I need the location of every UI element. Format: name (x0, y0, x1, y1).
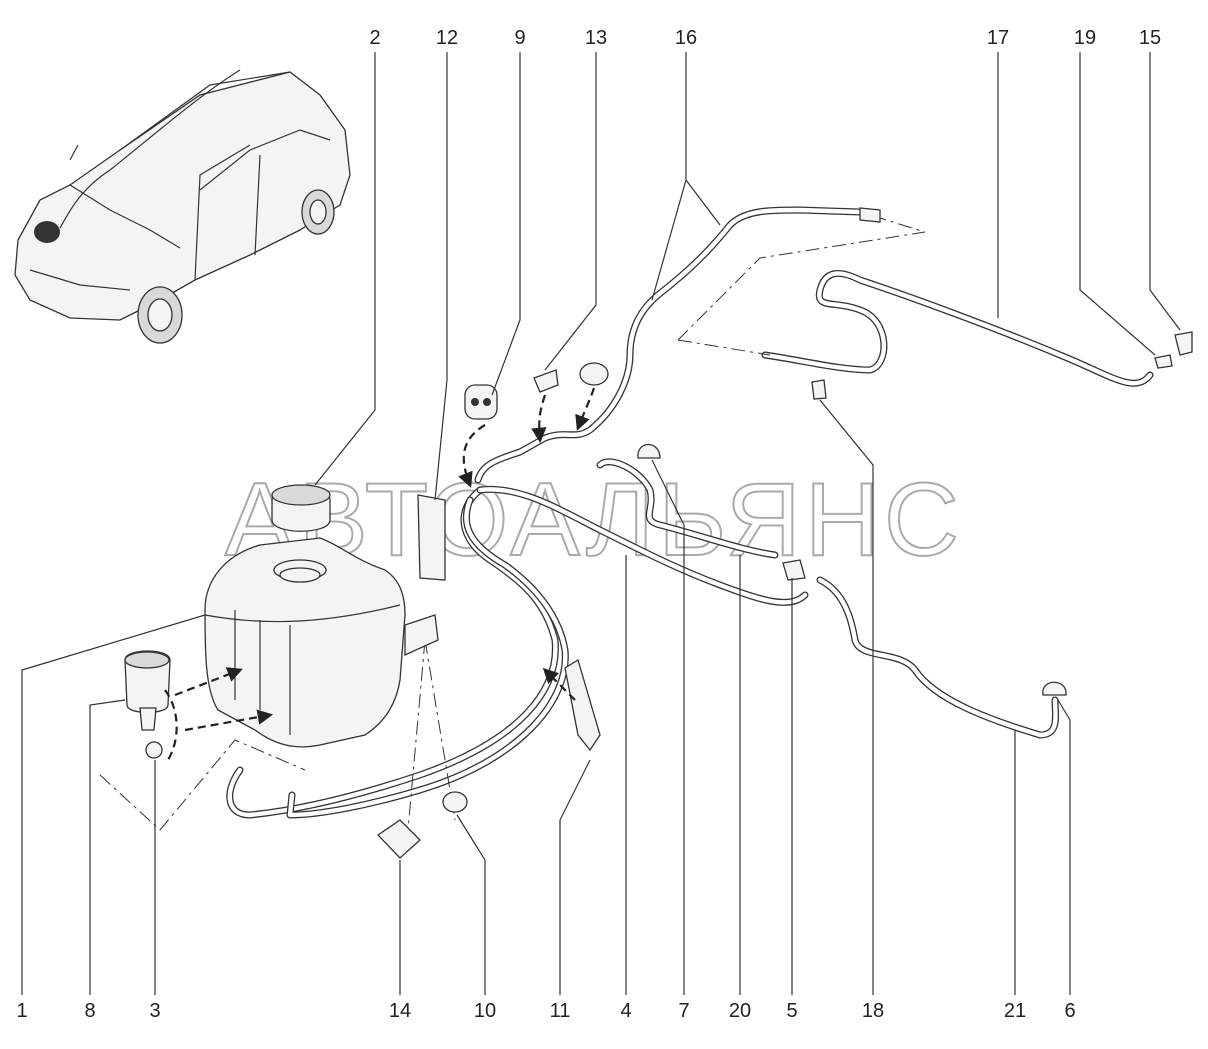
callout-21: 21 (1004, 1000, 1026, 1022)
callout-16: 16 (675, 27, 697, 49)
callout-13: 13 (585, 27, 607, 49)
callout-14: 14 (389, 1000, 411, 1022)
callout-4: 4 (620, 1000, 631, 1022)
callout-11: 11 (550, 1000, 571, 1022)
washer-hoses (226, 206, 1154, 819)
callout-5: 5 (786, 1000, 797, 1022)
hose-clip-13 (533, 369, 559, 393)
assembly-lines (99, 214, 926, 831)
callout-9: 9 (514, 27, 525, 49)
connector-18 (811, 379, 827, 400)
adhesive-pad (377, 819, 421, 859)
rear-nozzle-15 (1174, 331, 1193, 356)
callout-12: 12 (436, 27, 458, 49)
callout-20: 20 (729, 1000, 751, 1022)
callout-numbers-top: 2 12 9 13 16 17 19 15 (369, 27, 1161, 49)
callout-7: 7 (678, 1000, 689, 1022)
connector-5 (782, 559, 806, 581)
callout-15: 15 (1139, 27, 1161, 49)
callout-2: 2 (369, 27, 380, 49)
hose-holder-11 (564, 659, 601, 752)
callout-numbers-bottom: 1 8 3 14 10 11 4 7 20 5 18 21 6 (16, 1000, 1075, 1022)
callout-8: 8 (84, 1000, 95, 1022)
rear-connector (859, 207, 881, 223)
washer-reservoir-location (34, 221, 60, 243)
pump-grommet (145, 741, 163, 759)
grommet-10 (442, 791, 468, 813)
callout-17: 17 (987, 27, 1009, 49)
plug (579, 362, 609, 386)
reservoir-cap (271, 484, 331, 532)
callout-6: 6 (1064, 1000, 1075, 1022)
sealing-pad (417, 494, 446, 581)
seal-19 (1154, 354, 1173, 369)
hose-grommet-9 (464, 384, 498, 420)
callout-3: 3 (149, 1000, 160, 1022)
washer-pump (124, 650, 171, 731)
washer-reservoir (204, 537, 439, 748)
callout-1: 1 (16, 1000, 27, 1022)
callout-10: 10 (474, 1000, 496, 1022)
front-nozzle-6 (1042, 681, 1067, 696)
leader-lines (21, 52, 1181, 995)
callout-18: 18 (862, 1000, 884, 1022)
car-location-thumbnail (14, 69, 351, 344)
assembly-arrows (164, 387, 596, 761)
front-nozzle-7 (637, 443, 661, 459)
callout-19: 19 (1074, 27, 1096, 49)
